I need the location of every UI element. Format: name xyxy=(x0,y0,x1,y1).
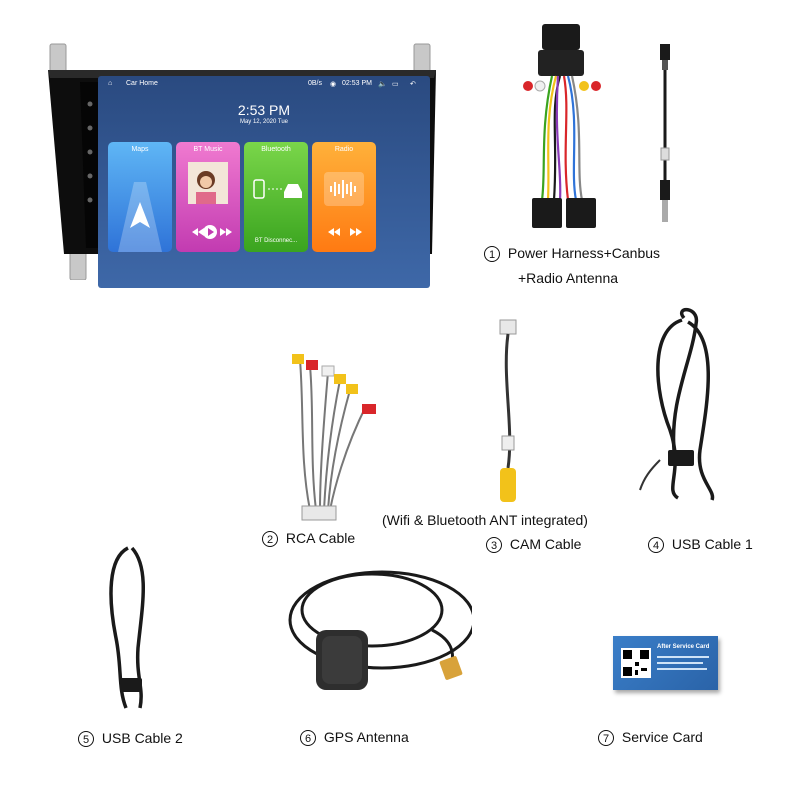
item-label: GPS Antenna xyxy=(323,729,409,745)
date: May 12, 2020 Tue xyxy=(239,119,289,125)
home-icon[interactable]: ⌂ xyxy=(108,80,113,87)
item-number: 6 xyxy=(300,730,316,747)
usb-cable-1-image xyxy=(639,308,715,501)
cam-cable-image xyxy=(499,319,517,502)
label-cam-cable: 3 CAM Cable xyxy=(486,536,582,554)
label-rca-cable: 2 RCA Cable xyxy=(262,530,356,548)
item-label: CAM Cable xyxy=(509,536,582,552)
item-number: 1 xyxy=(484,246,500,263)
radio-antenna-image xyxy=(660,44,670,222)
tile-subtitle: BT Disconnec... xyxy=(254,238,298,244)
gps-antenna-image xyxy=(288,570,472,690)
note-wifi-bt-ant: (Wifi & Bluetooth ANT integrated) xyxy=(382,512,588,528)
rca-cable-image xyxy=(292,354,376,521)
clock: 2:53 PM xyxy=(237,102,291,118)
item-label: Power Harness+Canbus xyxy=(507,245,661,261)
tile-title: Radio xyxy=(334,146,354,153)
back-icon[interactable]: ↶ xyxy=(410,81,416,88)
service-card-header: After Service Card xyxy=(657,644,710,650)
qr-code-icon xyxy=(621,648,651,678)
item-number: 2 xyxy=(262,531,278,548)
item-label: USB Cable 2 xyxy=(101,730,183,746)
car-home-label: Car Home xyxy=(126,80,158,87)
item-number: 4 xyxy=(648,537,664,554)
album-art-icon xyxy=(188,162,232,239)
head-unit-image: ⌂ Car Home 0B/s ◉ 02:53 PM 🔈 ▭ ↶ 2:53 PM… xyxy=(44,42,440,288)
tile-maps[interactable]: Maps xyxy=(108,142,172,252)
navigation-arrow-icon xyxy=(118,182,162,252)
tile-title: BT Music xyxy=(193,146,223,153)
label-power-harness: 1 Power Harness+Canbus xyxy=(484,245,661,263)
phone-car-icon xyxy=(253,179,302,199)
label-usb-cable-2: 5 USB Cable 2 xyxy=(78,730,183,748)
network-speed: 0B/s xyxy=(308,80,323,87)
service-card-image: After Service Card xyxy=(613,636,718,690)
label-service-card: 7 Service Card xyxy=(598,729,703,747)
location-icon: ◉ xyxy=(330,81,337,88)
status-time: 02:53 PM xyxy=(342,80,372,87)
tile-bt-music[interactable]: BT Music xyxy=(176,142,240,252)
power-harness-image xyxy=(523,24,601,228)
volume-icon[interactable]: 🔈 xyxy=(378,81,387,88)
item-label: USB Cable 1 xyxy=(671,536,753,552)
item-label: RCA Cable xyxy=(285,530,356,546)
usb-cable-2-image xyxy=(109,546,145,709)
window-icon[interactable]: ▭ xyxy=(392,81,399,88)
tile-title: Bluetooth xyxy=(261,146,291,153)
item-label: Service Card xyxy=(621,729,703,745)
radio-wave-icon xyxy=(324,172,364,236)
item-number: 3 xyxy=(486,537,502,554)
tile-bluetooth[interactable]: Bluetooth BT Disconnec... xyxy=(244,142,308,252)
item-number: 5 xyxy=(78,731,94,748)
label-usb-cable-1: 4 USB Cable 1 xyxy=(648,536,753,554)
label-gps-antenna: 6 GPS Antenna xyxy=(300,729,409,747)
tile-radio[interactable]: Radio xyxy=(312,142,376,252)
tile-title: Maps xyxy=(131,146,149,153)
head-unit-screen: ⌂ Car Home 0B/s ◉ 02:53 PM 🔈 ▭ ↶ 2:53 PM… xyxy=(98,76,430,288)
item-number: 7 xyxy=(598,730,614,747)
status-bar: ⌂ Car Home 0B/s ◉ 02:53 PM 🔈 ▭ ↶ xyxy=(98,76,430,94)
label-radio-antenna: +Radio Antenna xyxy=(518,270,619,286)
